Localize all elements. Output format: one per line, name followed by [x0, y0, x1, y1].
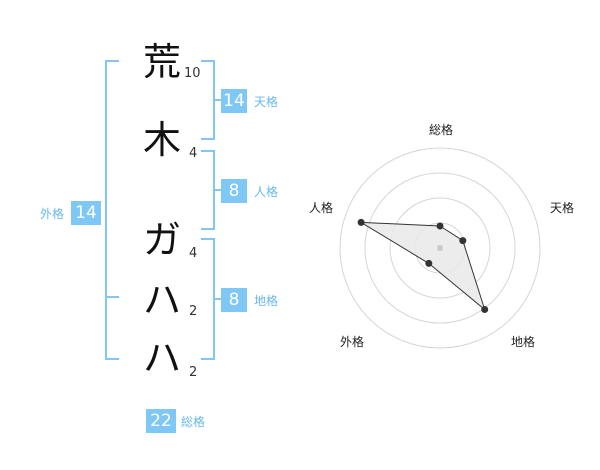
radar-point-tenkaku — [459, 237, 467, 245]
stroke-count-2: 4 — [189, 146, 198, 161]
radar-ring-2 — [389, 197, 491, 299]
tenkaku-label: 天格 — [254, 95, 279, 109]
radar-grid — [339, 147, 541, 349]
radar-label-gaikaku: 外格 — [340, 335, 365, 349]
radar-label-soukaku: 総格 — [429, 123, 454, 137]
radar-points — [357, 218, 489, 313]
stroke-count-5: 2 — [189, 365, 198, 380]
radar-label-tenkaku: 天格 — [550, 201, 575, 215]
name-char-1: 荒 — [142, 40, 181, 84]
tenkaku-connector — [213, 99, 221, 101]
gaikaku-label: 外格 — [40, 207, 65, 221]
name-char-4: ハ — [142, 278, 181, 322]
chikaku-badge: 8 — [221, 288, 247, 312]
radar-point-chikaku — [481, 306, 489, 313]
radar-label-jinkaku: 人格 — [309, 201, 334, 215]
stroke-count-3: 4 — [189, 246, 198, 261]
radar-area — [360, 221, 486, 311]
radar-center-dot — [437, 245, 443, 251]
tenkaku-badge: 14 — [221, 89, 247, 113]
jinkaku-label: 人格 — [254, 185, 279, 199]
jinkaku-badge: 8 — [221, 179, 247, 203]
radar-label-chikaku: 地格 — [511, 335, 536, 349]
radar-ring-3 — [364, 172, 516, 324]
stroke-count-1: 10 — [184, 66, 201, 81]
soukaku-label: 総格 — [181, 415, 206, 429]
name-char-3: ガ — [142, 218, 181, 262]
gaikaku-bracket — [105, 60, 119, 360]
radar-point-gaikaku — [425, 259, 433, 267]
name-char-2: 木 — [142, 118, 181, 162]
gaikaku-badge: 14 — [71, 201, 101, 225]
gaikaku-bracket-split — [105, 296, 119, 298]
stroke-count-4: 2 — [189, 304, 198, 319]
radar-ring-4 — [339, 147, 541, 349]
chikaku-connector — [213, 298, 221, 300]
radar-point-jinkaku — [357, 218, 365, 226]
jinkaku-connector — [213, 189, 221, 191]
chikaku-label: 地格 — [254, 294, 279, 308]
radar-point-soukaku — [436, 222, 444, 230]
soukaku-badge: 22 — [146, 409, 176, 433]
name-char-5: ハ — [142, 336, 181, 380]
